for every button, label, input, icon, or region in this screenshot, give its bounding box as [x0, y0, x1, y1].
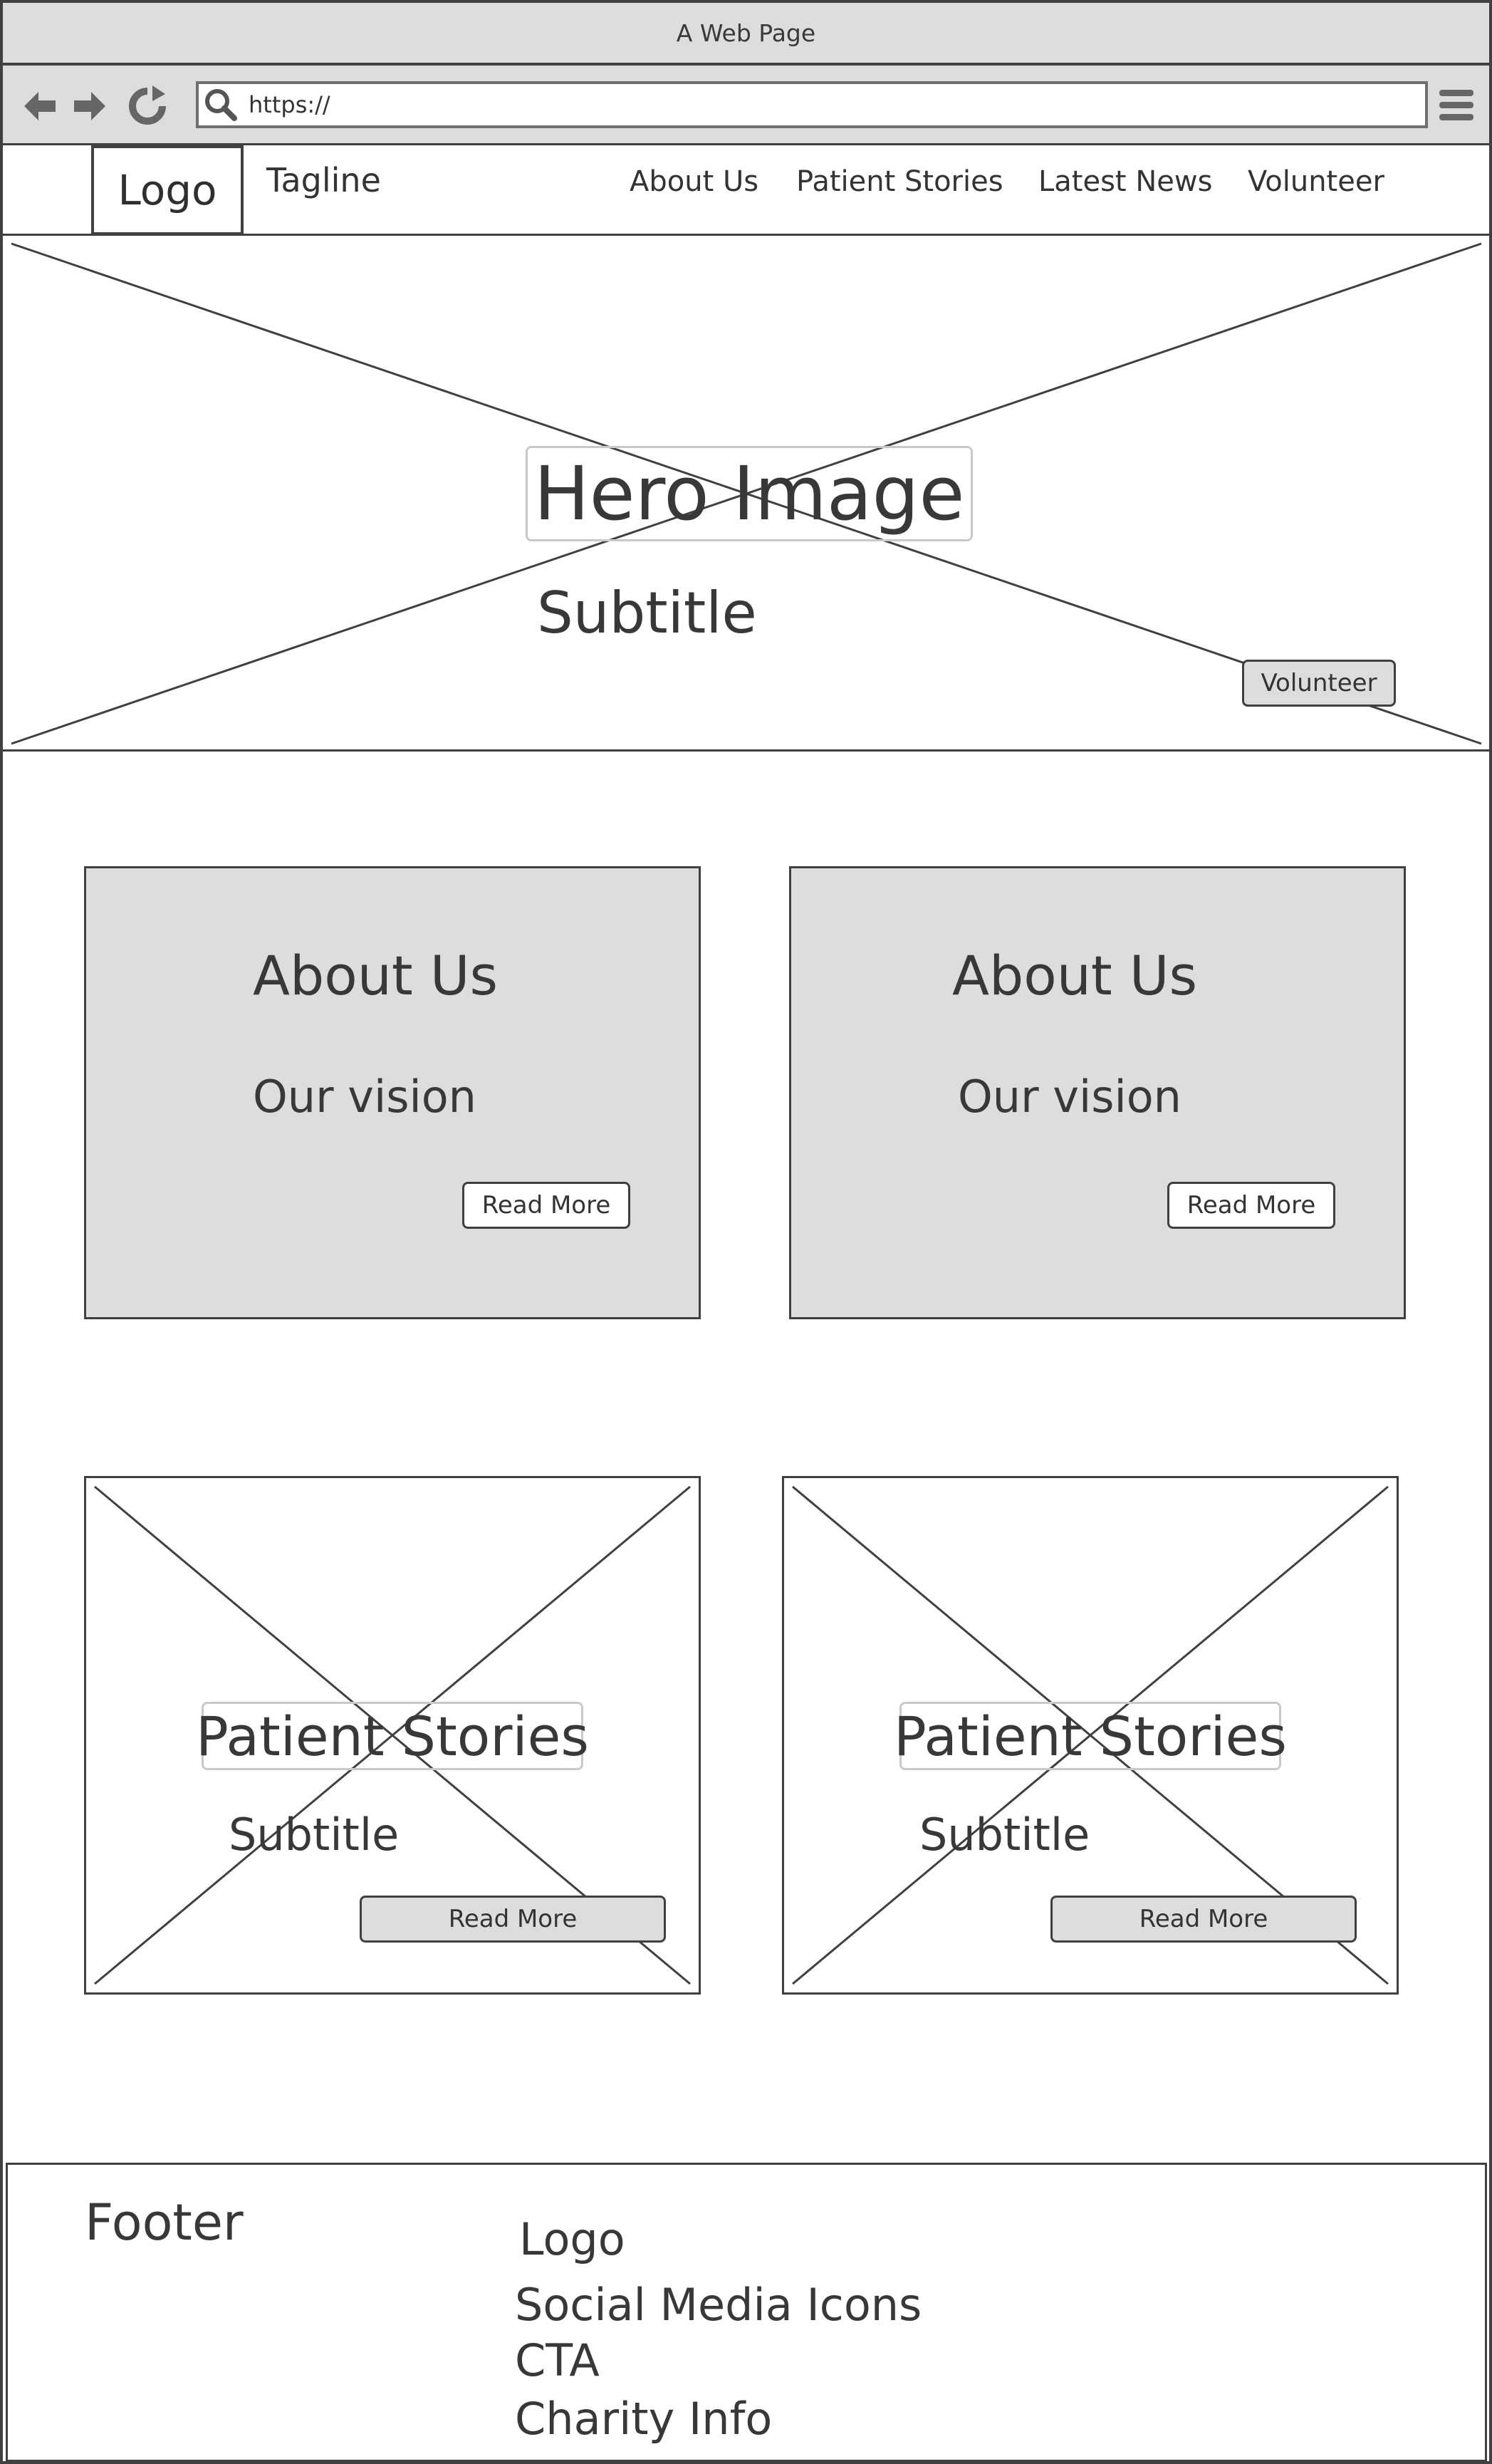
footer-logo: Logo: [519, 2213, 625, 2265]
site-logo[interactable]: Logo: [91, 145, 244, 235]
about-read-more-button[interactable]: Read More: [1167, 1182, 1335, 1229]
nav-link-patient-stories[interactable]: Patient Stories: [796, 165, 1003, 198]
address-bar[interactable]: [196, 81, 1428, 128]
about-card-subtitle: Our vision: [958, 1071, 1181, 1123]
browser-toolbar: [3, 66, 1489, 145]
story-card-title-text: Patient Stories: [893, 1704, 1288, 1768]
footer-cta: CTA: [515, 2334, 600, 2386]
story-card-subtitle: Subtitle: [919, 1809, 1090, 1861]
window-title-bar: A Web Page: [3, 3, 1489, 66]
hero-title-text: Hero Image: [533, 450, 965, 537]
about-card-title: About Us: [952, 944, 1198, 1007]
arrow-right-icon[interactable]: [68, 84, 113, 128]
patient-story-card: Patient Stories Subtitle Read More: [84, 1476, 701, 1995]
hero-volunteer-button[interactable]: Volunteer: [1242, 660, 1396, 707]
story-card-title: Patient Stories: [894, 1702, 1287, 1770]
site-footer: Footer Logo Social Media Icons CTA Chari…: [6, 2163, 1487, 2461]
nav-link-latest-news[interactable]: Latest News: [1038, 165, 1213, 198]
site-logo-text: Logo: [118, 166, 217, 214]
footer-title: Footer: [85, 2193, 244, 2252]
about-card-subtitle: Our vision: [253, 1071, 476, 1123]
footer-social-media-icons: Social Media Icons: [515, 2279, 922, 2331]
story-card-title-text: Patient Stories: [195, 1704, 590, 1768]
site-tagline: Tagline: [266, 161, 381, 199]
story-read-more-button[interactable]: Read More: [1050, 1896, 1357, 1943]
patient-story-card: Patient Stories Subtitle Read More: [782, 1476, 1399, 1995]
hero-subtitle: Subtitle: [537, 580, 757, 646]
about-read-more-button[interactable]: Read More: [462, 1182, 630, 1229]
hero-divider: [3, 749, 1489, 752]
nav-link-volunteer[interactable]: Volunteer: [1248, 165, 1384, 198]
hero-image-placeholder: [11, 242, 1482, 745]
header-divider: [3, 234, 1489, 236]
footer-charity-info: Charity Info: [515, 2393, 773, 2445]
story-read-more-button[interactable]: Read More: [360, 1896, 666, 1943]
story-card-subtitle: Subtitle: [229, 1809, 400, 1861]
story-card-title: Patient Stories: [196, 1702, 589, 1770]
nav-link-about-us[interactable]: About Us: [630, 165, 759, 198]
about-card-title: About Us: [253, 944, 499, 1007]
url-input[interactable]: [243, 84, 1425, 125]
arrow-left-icon[interactable]: [17, 84, 61, 128]
about-card: About Us Our vision Read More: [789, 866, 1406, 1319]
search-icon: [205, 89, 237, 121]
hero-title: Hero Image: [526, 446, 973, 541]
hamburger-menu-icon[interactable]: [1438, 87, 1475, 124]
refresh-icon[interactable]: [125, 84, 169, 128]
window-title: A Web Page: [676, 19, 816, 47]
about-card: About Us Our vision Read More: [84, 866, 701, 1319]
